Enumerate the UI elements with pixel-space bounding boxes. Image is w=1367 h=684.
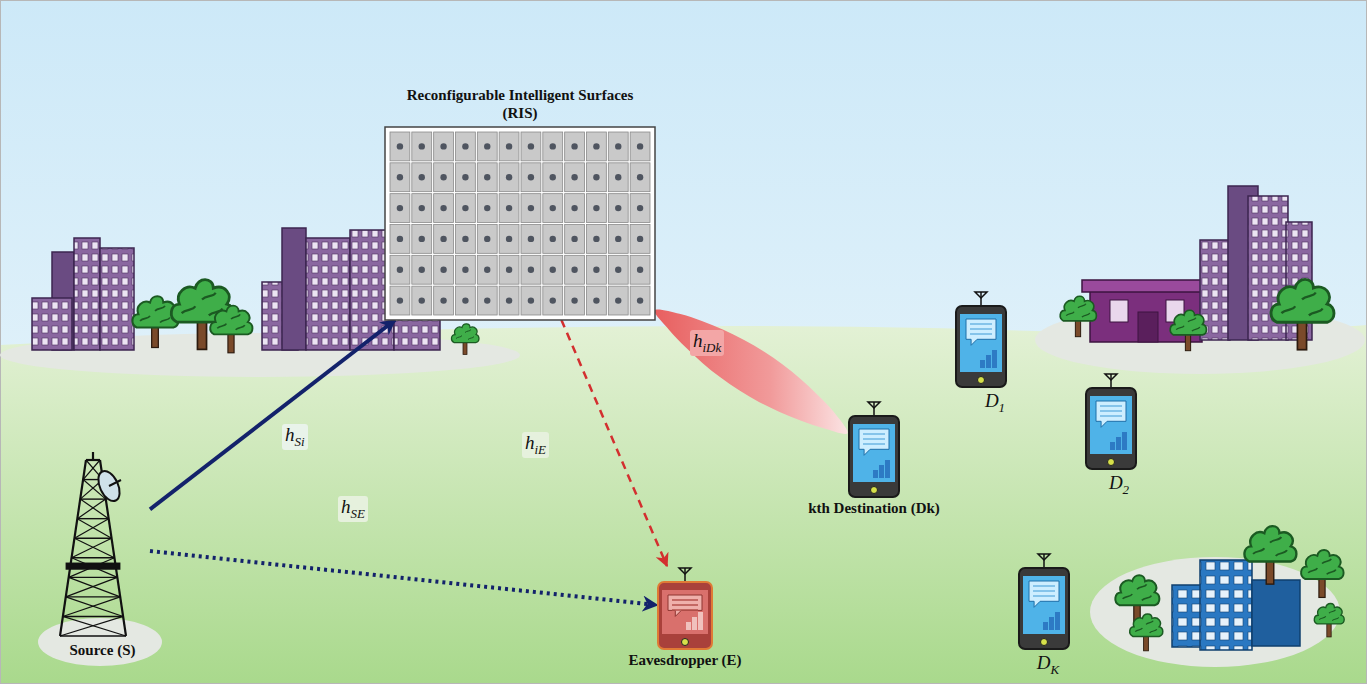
channel-label: hSi [282,424,308,450]
node-label: kth Destination (Dk) [808,500,940,517]
connectors [150,309,848,605]
channel-label: hiE [522,432,549,458]
destination-phone: kth Destination (Dk) [848,400,900,498]
node-label: Source (S) [70,642,136,659]
source-tower-graphic [55,452,150,640]
node-label: D1 [985,390,1005,416]
destination-phone-graphic [1018,552,1070,650]
tower-graphic [60,452,126,636]
node-heading: Reconfigurable Intelligent Surfaces (RIS… [400,86,640,122]
destination-phone-graphic [1085,372,1137,470]
destination-phone-graphic [955,290,1007,388]
ris-panel: Reconfigurable Intelligent Surfaces (RIS… [385,127,655,320]
ris-panel-graphic [385,127,655,320]
channel-label: hiDk [690,330,724,356]
ris-elements [390,132,650,315]
phone-graphic [1086,374,1136,469]
destination-phone: D2 [1085,372,1137,470]
destination-phone: DK [1018,552,1070,650]
phone-graphic [956,292,1006,387]
ris-frame [385,127,655,320]
destination-phone: D1 [955,290,1007,388]
eavesdropper-phone: Eavesdropper (E) [657,566,713,650]
node-label: D2 [1109,472,1129,498]
beam-link [654,309,847,434]
phone-graphic [849,402,899,497]
eavesdropper-phone-graphic [657,566,713,650]
destination-phone-graphic [848,400,900,498]
node-label: DK [1037,652,1059,678]
node-label: Eavesdropper (E) [628,652,741,669]
channel-link [150,551,657,605]
source-tower: Source (S) [55,452,150,640]
channel-label: hSE [338,496,368,522]
channel-link [561,320,667,566]
phone-graphic [1019,554,1069,649]
channel-link [150,320,395,509]
eavesdropper-phone-graphic [658,568,712,649]
